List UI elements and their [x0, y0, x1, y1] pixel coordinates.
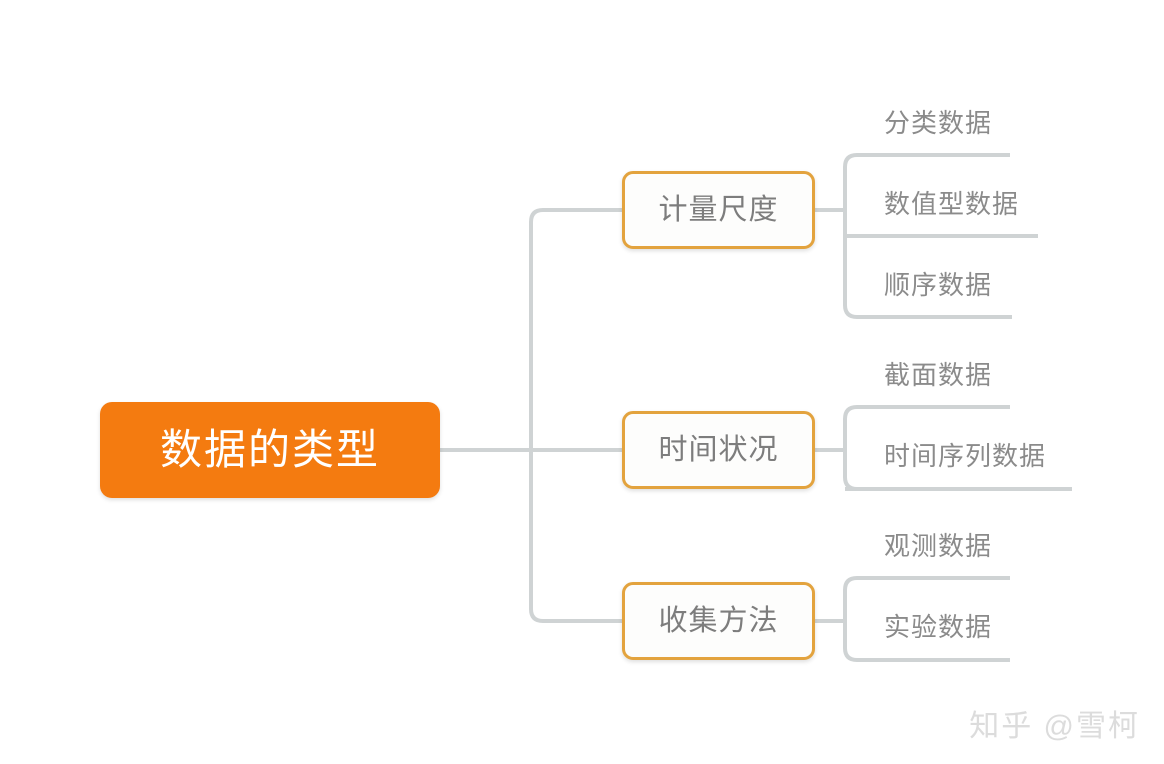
- leaf-node-2-1-label: 截面数据: [884, 360, 993, 390]
- wire-branch3-leaf2: [843, 647, 1010, 662]
- wire-branch3-leaf1: [843, 576, 1010, 591]
- leaf-node-3-1-label: 观测数据: [884, 531, 993, 561]
- leaf-node-2-2[interactable]: 时间序列数据: [884, 443, 1046, 470]
- wire-branch1-leaf3: [843, 304, 1012, 319]
- branch-node-3-label: 收集方法: [658, 604, 779, 637]
- leaf-node-3-2-label: 实验数据: [884, 612, 993, 642]
- wire-branch2-leaf2: [843, 476, 1072, 491]
- wire-trunk: [529, 208, 553, 623]
- wire-branch1-leaf1: [843, 153, 1010, 168]
- branch-node-3[interactable]: 收集方法: [622, 582, 815, 660]
- leaf-node-3-1[interactable]: 观测数据: [884, 533, 992, 560]
- leaf-node-1-3[interactable]: 顺序数据: [884, 272, 992, 299]
- branch-node-1[interactable]: 计量尺度: [622, 171, 815, 249]
- leaf-node-1-2[interactable]: 数值型数据: [884, 191, 1019, 218]
- wire-branch2-leaf1: [843, 405, 1010, 420]
- branch-node-1-label: 计量尺度: [658, 193, 779, 226]
- leaf-node-2-2-label: 时间序列数据: [884, 441, 1047, 471]
- leaf-node-2-1[interactable]: 截面数据: [884, 362, 992, 389]
- leaf-node-1-1[interactable]: 分类数据: [884, 110, 992, 137]
- leaf-node-1-3-label: 顺序数据: [884, 270, 993, 300]
- root-node[interactable]: 数据的类型: [100, 402, 440, 498]
- root-node-label: 数据的类型: [159, 426, 380, 473]
- watermark: 知乎 @雪柯: [969, 710, 1140, 743]
- leaf-node-1-1-label: 分类数据: [884, 108, 993, 138]
- branch-node-2-label: 时间状况: [658, 433, 779, 466]
- leaf-node-1-2-label: 数值型数据: [884, 189, 1020, 219]
- branch-node-2[interactable]: 时间状况: [622, 411, 815, 489]
- leaf-node-3-2[interactable]: 实验数据: [884, 614, 992, 641]
